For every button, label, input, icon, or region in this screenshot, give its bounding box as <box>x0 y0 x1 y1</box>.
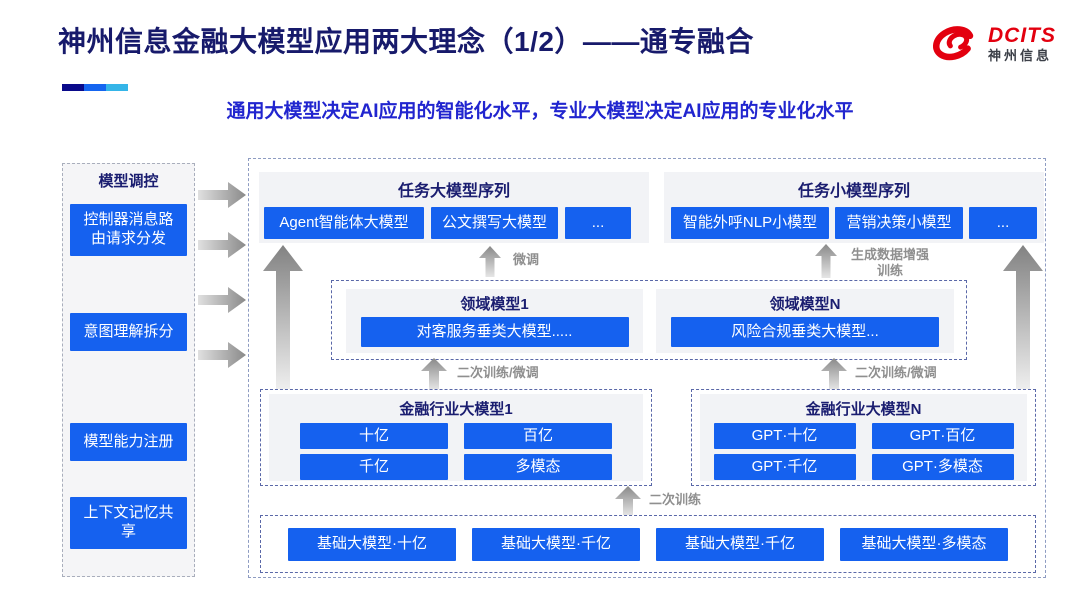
model-box-base-1b: 基础大模型·十亿 <box>288 527 456 561</box>
model-box-customer-service: 对客服务垂类大模型..... <box>360 317 629 347</box>
sidebar-item-context: 上下文记忆共享 <box>70 497 187 549</box>
model-box-more: ... <box>565 207 631 239</box>
industry-model-n-box: 金融行业大模型N GPT·十亿 GPT·百亿 GPT·千亿 GPT·多模态 <box>691 389 1036 486</box>
model-box-multimodal: 多模态 <box>464 454 612 480</box>
arrow-up-icon <box>479 246 501 277</box>
model-box-base-100b: 基础大模型·千亿 <box>472 527 640 561</box>
arrow-up-icon <box>821 358 847 390</box>
arrow-up-tall-icon <box>263 245 303 390</box>
model-box-document: 公文撰写大模型 <box>431 207 558 239</box>
panel-title: 金融行业大模型1 <box>399 401 513 418</box>
arrow-right-icon <box>198 287 246 313</box>
arrow-label-retrain: 二次训练 <box>649 492 702 507</box>
main-diagram: 任务大模型序列 Agent智能体大模型 公文撰写大模型 ... 任务小模型序列 … <box>248 158 1046 578</box>
sidebar-item-intent: 意图理解拆分 <box>70 313 187 351</box>
sidebar-model-control: 模型调控 控制器消息路由请求分发 意图理解拆分 模型能力注册 上下文记忆共享 <box>62 163 195 577</box>
arrow-right-icon <box>198 232 246 258</box>
arrow-label-retrain-finetune: 二次训练/微调 <box>457 365 539 380</box>
model-box-nlp-callout: 智能外呼NLP小模型 <box>671 207 829 239</box>
model-box-base-multimodal: 基础大模型·多模态 <box>840 527 1008 561</box>
model-box-base-100b: 基础大模型·千亿 <box>656 527 824 561</box>
model-box-marketing: 营销决策小模型 <box>835 207 963 239</box>
arrow-right-icon <box>198 342 246 368</box>
task-large-model-panel: 任务大模型序列 Agent智能体大模型 公文撰写大模型 ... <box>259 172 649 243</box>
model-box-gpt-multimodal: GPT·多模态 <box>871 454 1014 480</box>
industry-model-1-box: 金融行业大模型1 十亿 百亿 千亿 多模态 <box>260 389 652 486</box>
model-box-gpt-1b: GPT·十亿 <box>713 423 856 449</box>
model-box-10b: 百亿 <box>464 423 612 449</box>
panel-title: 金融行业大模型N <box>805 401 922 418</box>
model-box-100b: 千亿 <box>300 454 448 480</box>
arrow-right-icon <box>198 182 246 208</box>
logo-cn-label: 神州信息 <box>988 48 1053 64</box>
model-box-more: ... <box>969 207 1037 239</box>
model-box-gpt-100b: GPT·千亿 <box>713 454 856 480</box>
panel-title: 任务小模型序列 <box>797 183 910 200</box>
logo-text: DCITS 神州信息 <box>988 25 1056 63</box>
arrow-up-icon <box>815 244 837 278</box>
domain-model-1-panel: 领域模型1 对客服务垂类大模型..... <box>346 289 643 353</box>
subtitle: 通用大模型决定AI应用的智能化水平，专业大模型决定AI应用的专业化水平 <box>226 101 854 122</box>
arrow-up-icon <box>421 358 447 390</box>
sidebar-item-router: 控制器消息路由请求分发 <box>70 204 187 256</box>
model-box-gpt-10b: GPT·百亿 <box>871 423 1014 449</box>
arrow-label-finetune: 微调 <box>513 252 540 267</box>
domain-models-box: 领域模型1 对客服务垂类大模型..... 领域模型N 风险合规垂类大模型... <box>331 280 967 360</box>
arrow-label-gen-data: 生成数据增强训练 <box>850 247 929 278</box>
base-models-box: 基础大模型·十亿 基础大模型·千亿 基础大模型·千亿 基础大模型·多模态 <box>260 515 1036 573</box>
arrow-up-tall-icon <box>1003 245 1043 390</box>
panel-title: 领域模型N <box>769 296 841 313</box>
domain-model-n-panel: 领域模型N 风险合规垂类大模型... <box>656 289 954 353</box>
model-box-agent: Agent智能体大模型 <box>264 207 424 239</box>
dcits-logo: DCITS 神州信息 <box>928 20 1056 68</box>
title-underline-bar <box>62 84 128 91</box>
page-title: 神州信息金融大模型应用两大理念（1/2）——通专融合 <box>58 26 754 57</box>
sidebar-item-register: 模型能力注册 <box>70 423 187 461</box>
panel-title: 任务大模型序列 <box>397 183 510 200</box>
logo-swirl-icon <box>932 26 974 61</box>
panel-title: 领域模型1 <box>460 296 529 313</box>
model-box-risk-compliance: 风险合规垂类大模型... <box>671 317 939 347</box>
task-small-model-panel: 任务小模型序列 智能外呼NLP小模型 营销决策小模型 ... <box>664 172 1044 243</box>
arrow-up-icon <box>615 486 641 516</box>
logo-en-label: DCITS <box>988 24 1056 48</box>
arrow-label-retrain-finetune: 二次训练/微调 <box>855 365 937 380</box>
model-box-1b: 十亿 <box>300 423 448 449</box>
sidebar-title: 模型调控 <box>98 173 159 190</box>
